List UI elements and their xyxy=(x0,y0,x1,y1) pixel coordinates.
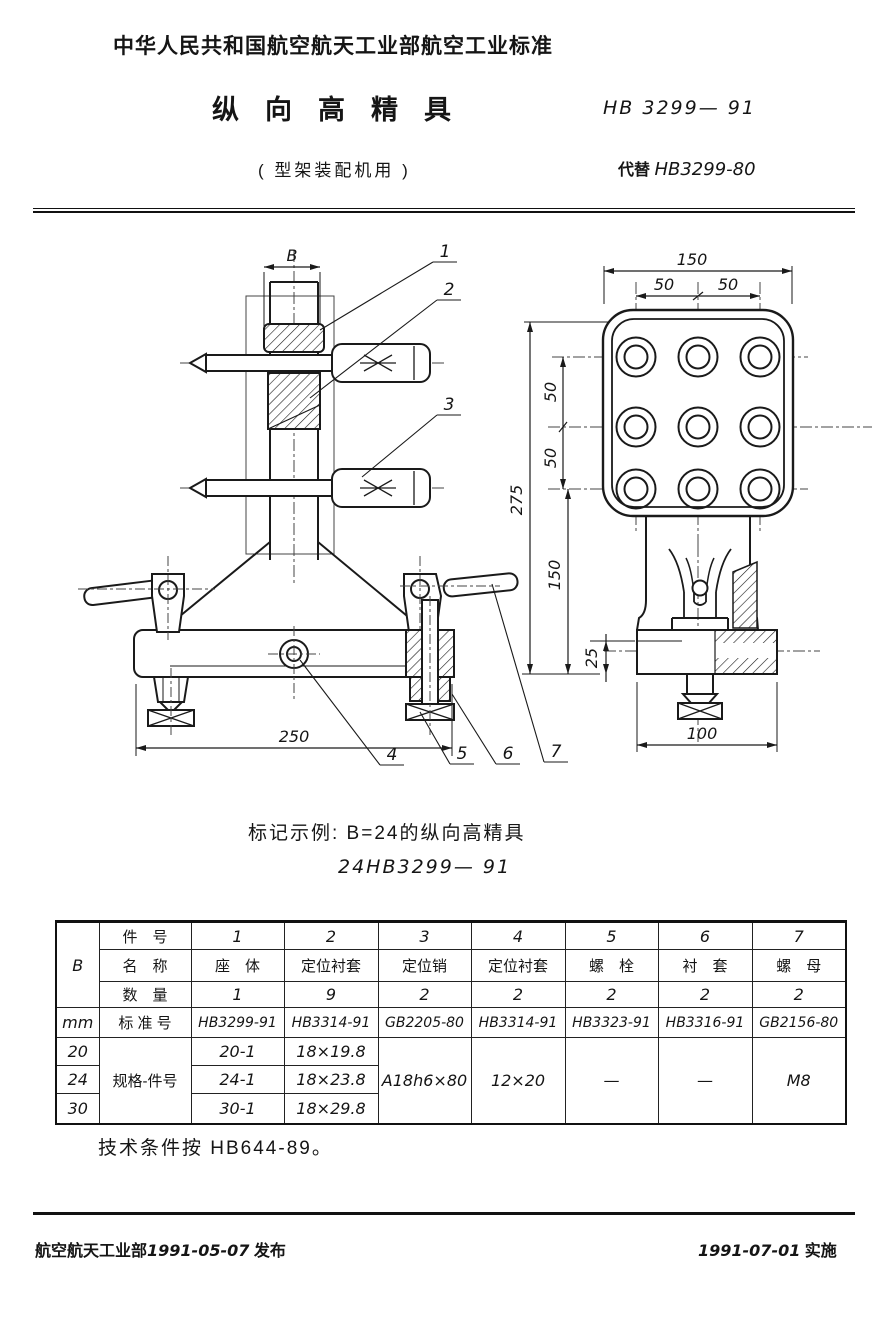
callout-4: 4 xyxy=(387,745,398,765)
dim-150-top-label: 150 xyxy=(677,250,708,269)
dim-250: 250 xyxy=(135,684,453,756)
marking-example-line1: 标记示例: B=24的纵向高精具 xyxy=(248,823,526,844)
replaces-label: 代替 xyxy=(618,162,651,179)
callout-3: 3 xyxy=(444,395,455,415)
dim-50-50-left: 50 50 xyxy=(541,357,568,489)
page-title: 纵向高精具 xyxy=(212,95,477,125)
dim-275: 275 xyxy=(507,321,610,675)
pin-upper xyxy=(187,343,431,383)
row-label-name: 名 称 xyxy=(98,949,192,982)
spec-label: 规格-件号 xyxy=(98,1037,192,1124)
dim-150-lower: 150 xyxy=(545,489,571,674)
front-view: B xyxy=(78,242,568,766)
impl-date: 1991-07-01 xyxy=(698,1241,801,1260)
header-divider xyxy=(33,208,855,213)
table-row: mm 标 准 号 HB3299-91 HB3314-91 GB2205-80 H… xyxy=(55,1007,847,1038)
impl-label: 实施 xyxy=(804,1243,837,1260)
row-label-qty: 数 量 xyxy=(98,981,192,1008)
callout-2: 2 xyxy=(444,280,455,300)
footer-issue: 航空航天工业部1991-05-07 发布 xyxy=(35,1237,286,1261)
row-label-item-no: 件 号 xyxy=(98,921,192,950)
table-row: 30 30-1 18×29.8 xyxy=(55,1093,846,1124)
footer-divider xyxy=(33,1212,855,1215)
dim-25: 25 xyxy=(582,634,635,682)
marking-example-line2: 24HB3299— 91 xyxy=(338,856,512,878)
technical-conditions-note: 技术条件按 HB644-89。 xyxy=(98,1138,333,1159)
dim-100-label: 100 xyxy=(687,724,718,743)
dim-50-50-top: 50 50 xyxy=(636,275,760,301)
table-row: 20 规格-件号 20-1 18×19.8 A18h6×80 12×20 — —… xyxy=(55,1037,847,1124)
document-header: 中华人民共和国航空航天工业部航空工业标准 xyxy=(113,35,553,58)
side-foot xyxy=(677,673,723,720)
table-row: 数 量 1 9 2 2 2 2 2 xyxy=(56,981,847,1008)
table-row: 名 称 座 体 定位衬套 定位销 定位衬套 螺 栓 衬 套 螺 母 xyxy=(56,949,847,982)
dim-25-label: 25 xyxy=(582,648,601,668)
dim-250-label: 250 xyxy=(279,727,310,746)
dim-b-label: B xyxy=(287,246,298,265)
pin-lower xyxy=(187,468,431,508)
callout-6: 6 xyxy=(503,744,514,764)
dim-50-lower-label: 50 xyxy=(541,448,560,468)
issue-org: 航空航天工业部 xyxy=(35,1243,148,1260)
callouts-top: 1 2 3 xyxy=(309,242,461,478)
callouts-bottom: 4 5 6 7 xyxy=(299,583,568,766)
dim-50-right-label: 50 xyxy=(718,275,738,294)
issue-label: 发布 xyxy=(253,1243,286,1260)
hole-grid xyxy=(615,336,781,510)
dim-100: 100 xyxy=(636,682,778,752)
table-row: 24 24-1 18×23.8 xyxy=(55,1065,846,1094)
technical-drawing: B xyxy=(78,242,872,766)
corner-b: B xyxy=(55,921,100,1008)
left-foot xyxy=(147,668,195,735)
table-row: B 件 号 1 2 3 4 5 6 7 xyxy=(55,921,847,1008)
callout-1: 1 xyxy=(440,242,451,262)
page-subtitle: ( 型架装配机用 ) xyxy=(258,161,411,180)
issue-date: 1991-05-07 xyxy=(147,1241,250,1260)
right-clamp-bushing xyxy=(405,596,455,735)
corner-unit: mm xyxy=(55,1007,100,1038)
replaces-note: 代替 HB3299-80 xyxy=(618,156,756,180)
footer-implementation: 1991-07-01 实施 xyxy=(698,1237,837,1261)
standard-number: HB 3299— 91 xyxy=(603,97,756,119)
dim-150-lower-label: 150 xyxy=(545,560,564,591)
dim-150-top: 150 xyxy=(603,250,793,304)
dim-50-left-label: 50 xyxy=(654,275,674,294)
dim-275-label: 275 xyxy=(507,485,526,516)
callout-5: 5 xyxy=(457,744,468,764)
right-clamp-handle xyxy=(400,556,519,640)
left-clamp-handle xyxy=(78,556,215,640)
parts-table: B 件 号 1 2 3 4 5 6 7 名 称 座 体 定位衬套 定位销 定位衬… xyxy=(55,920,847,1125)
row-label-standard: 标 准 号 xyxy=(98,1007,192,1038)
dim-50-upper-label: 50 xyxy=(541,382,560,402)
clamp-fork xyxy=(668,548,732,630)
callout-7: 7 xyxy=(551,742,562,762)
dim-b: B xyxy=(263,246,321,332)
side-view: 150 50 50 275 50 50 150 xyxy=(507,250,872,752)
replaces-value: HB3299-80 xyxy=(654,159,756,180)
parts-table-container: B 件 号 1 2 3 4 5 6 7 名 称 座 体 定位衬套 定位销 定位衬… xyxy=(55,920,847,1125)
